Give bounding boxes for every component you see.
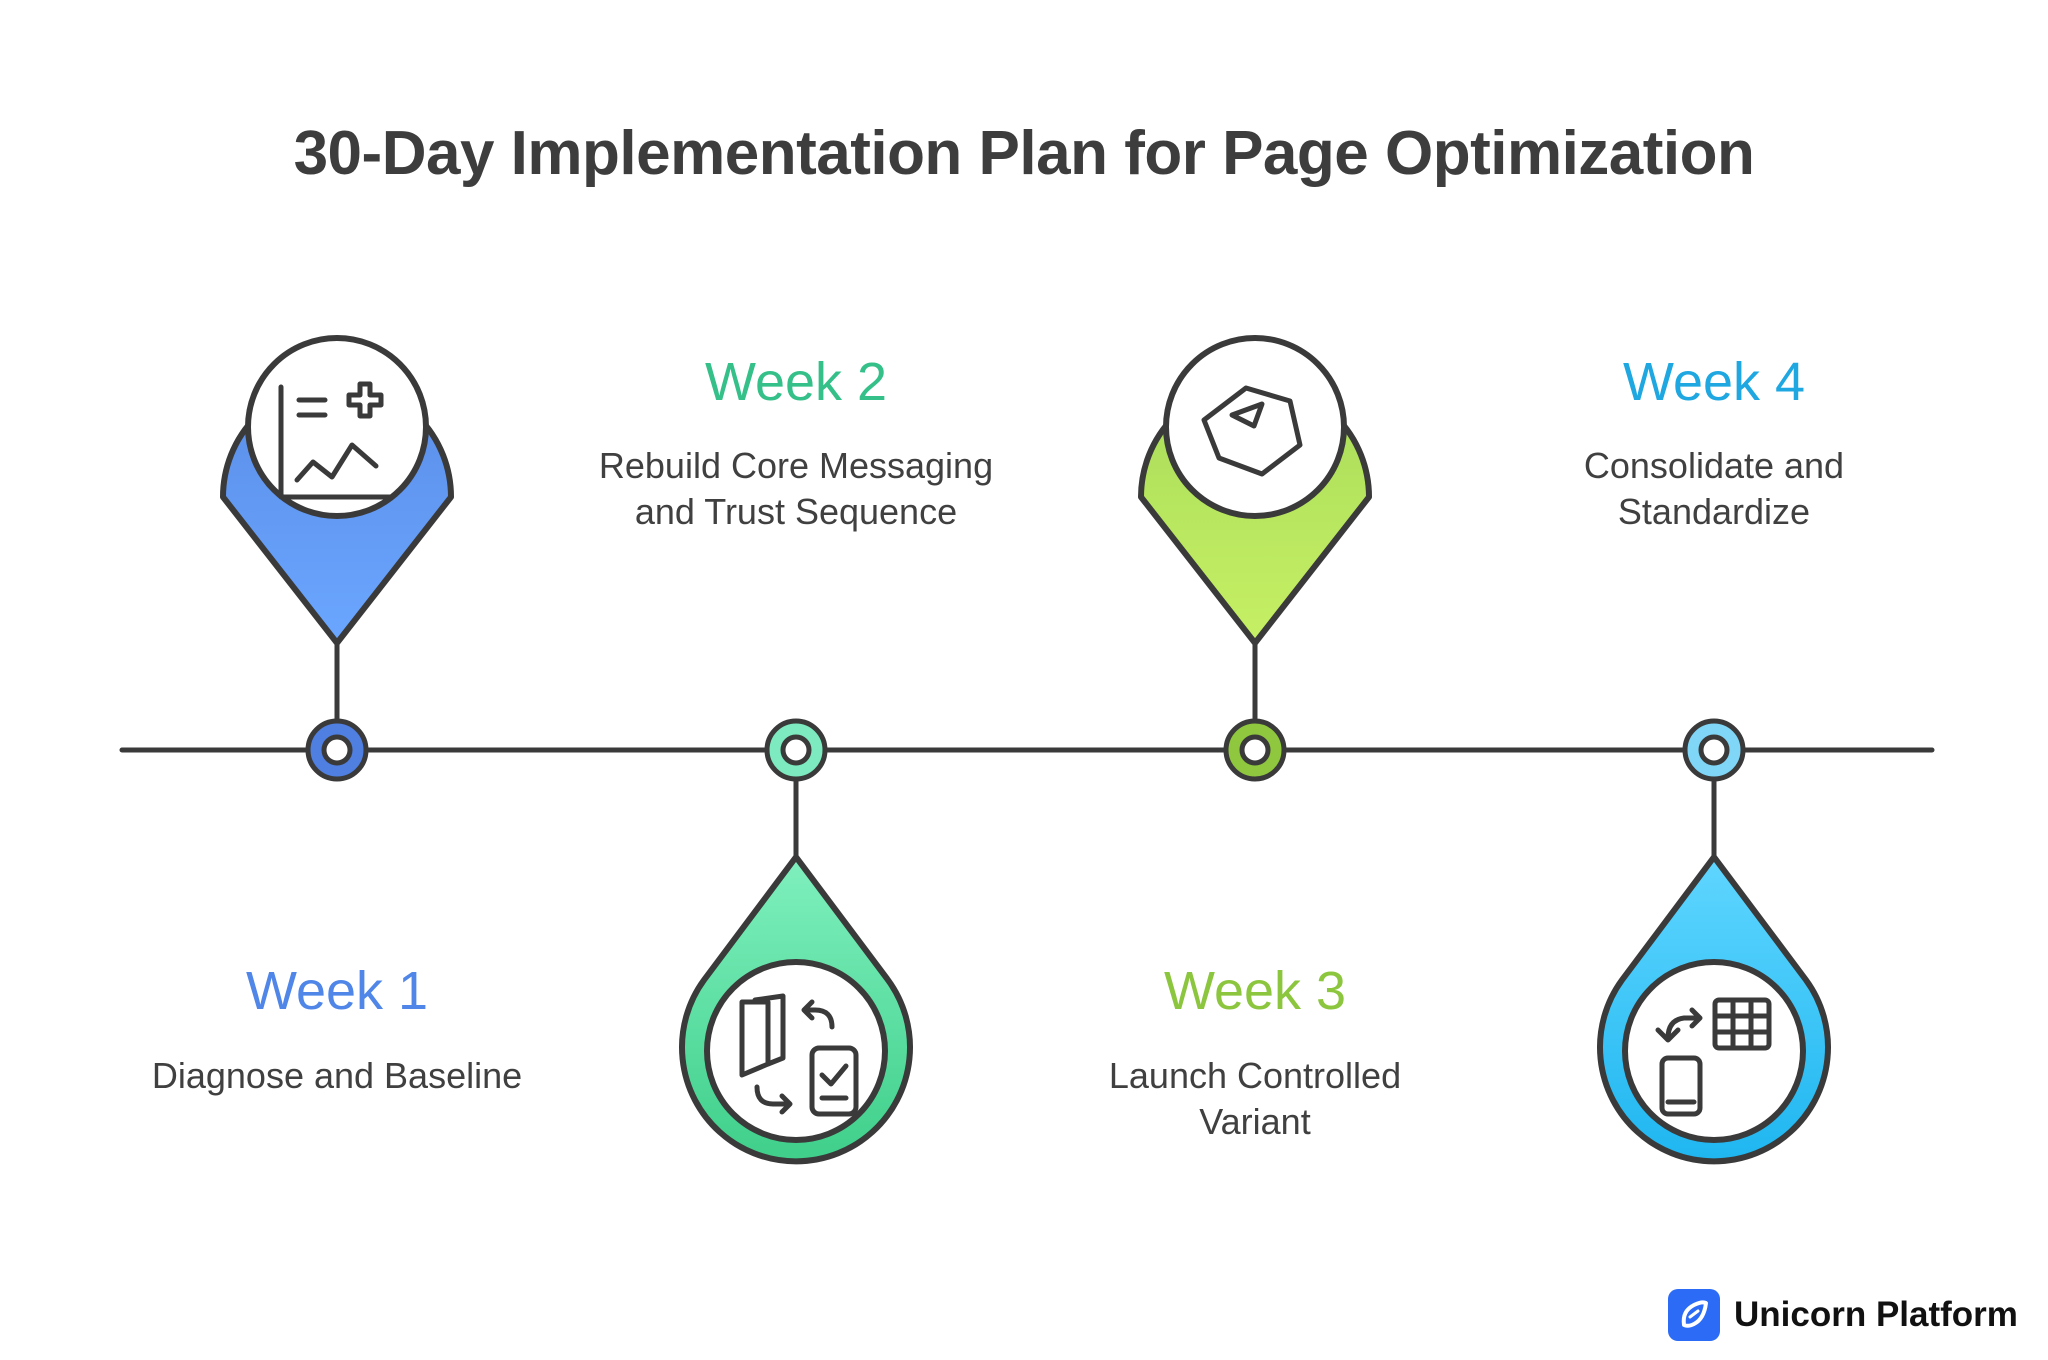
unicorn-logo-icon: [1668, 1289, 1720, 1341]
door-phone-swap-icon: [739, 993, 859, 1117]
brand-watermark: Unicorn Platform: [1668, 1288, 2018, 1342]
page-title: 30-Day Implementation Plan for Page Opti…: [293, 119, 1755, 188]
timeline-node-week-3: [1223, 718, 1287, 782]
map-pin-week-1: [220, 335, 454, 646]
map-pin-week-3: [1138, 335, 1372, 646]
chart-analysis-icon: [278, 381, 394, 500]
week-3-description-line: Variant: [1199, 1101, 1311, 1142]
week-1-description-line: Diagnose and Baseline: [151, 1055, 523, 1096]
map-pin-week-2: [679, 854, 913, 1165]
timeline-node-week-4: [1682, 718, 1746, 782]
week-2-description-line: Rebuild Core Messaging: [598, 445, 994, 486]
week-2-description: Rebuild Core Messaging and Trust Sequenc…: [516, 443, 1076, 535]
week-3-description-line: Launch Controlled: [1108, 1055, 1402, 1096]
week-4-description: Consolidate and Standardize: [1434, 443, 1994, 535]
week-4-description-line: Standardize: [1617, 491, 1811, 532]
week-2-description-line: and Trust Sequence: [634, 491, 958, 532]
map-pin-week-4: [1597, 854, 1831, 1165]
week-4-label: Week 4: [1622, 352, 1806, 412]
week-1-description: Diagnose and Baseline: [57, 1053, 617, 1099]
brand-name: Unicorn Platform: [1734, 1295, 2018, 1334]
week-1-label: Week 1: [245, 961, 429, 1021]
week-2-label: Week 2: [704, 352, 888, 412]
timeline-node-week-1: [305, 718, 369, 782]
timeline-node-week-2: [764, 718, 828, 782]
hexagon-send-icon: [1201, 385, 1303, 477]
week-3-label: Week 3: [1163, 961, 1347, 1021]
grid-device-sync-icon: [1655, 997, 1772, 1117]
week-3-description: Launch Controlled Variant: [975, 1053, 1535, 1145]
week-4-description-line: Consolidate and: [1583, 445, 1845, 486]
